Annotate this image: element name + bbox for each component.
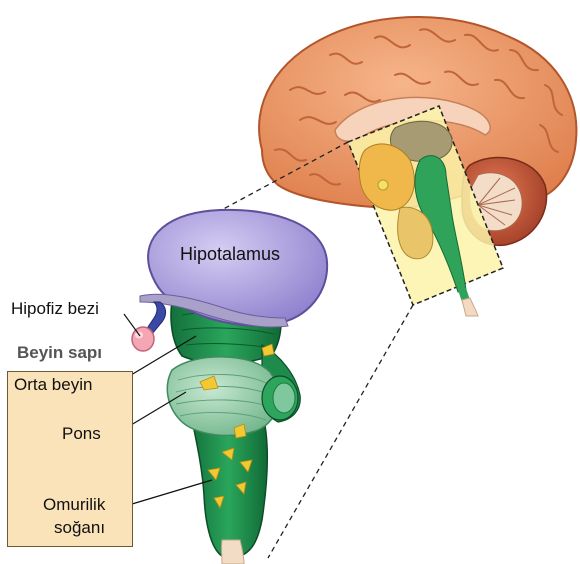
- leader-pituitary: [124, 314, 140, 336]
- zoom-line-bottom: [268, 305, 413, 558]
- label-pituitary: Hipofiz bezi: [11, 299, 99, 319]
- label-pons: Pons: [62, 424, 101, 444]
- label-brainstem-header: Beyin sapı: [17, 343, 102, 363]
- spinal-cord-lower: [462, 298, 478, 316]
- label-medulla-line1: Omurilik: [43, 495, 105, 515]
- spinal-cord: [222, 540, 244, 564]
- label-midbrain: Orta beyin: [14, 375, 92, 395]
- leader-medulla: [132, 480, 212, 504]
- label-medulla-line2: soğanı: [54, 518, 105, 538]
- pineal-detail: [378, 180, 388, 190]
- pituitary-gland: [132, 327, 154, 351]
- peduncle-cut-inner: [273, 383, 295, 413]
- label-hypothalamus: Hipotalamus: [180, 244, 280, 264]
